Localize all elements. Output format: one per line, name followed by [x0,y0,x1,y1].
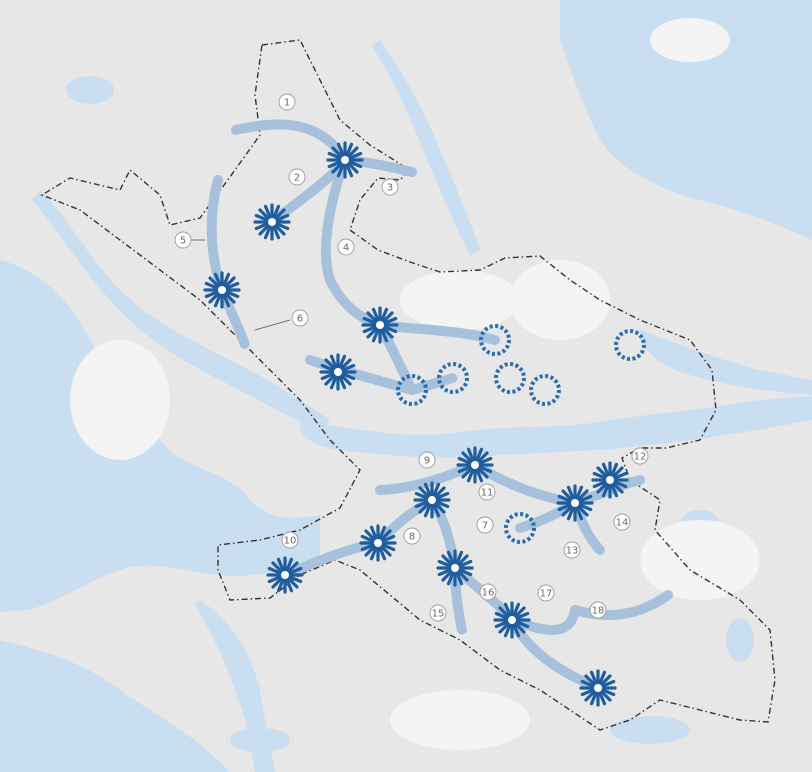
starburst-node-icon [456,446,494,484]
map-number-label-text: 5 [180,236,186,247]
map-number-label-text: 13 [566,546,579,557]
map-number-label: 18 [589,601,607,619]
map-number-label: 16 [479,583,497,601]
map-number-label-text: 9 [424,456,430,467]
corridor-4 [321,155,385,330]
map-number-label-text: 8 [409,532,415,543]
map-number-label: 17 [537,584,555,602]
map-number-label: 3 [381,178,399,196]
map-number-label: 6 [291,309,309,327]
starburst-node-icon [436,549,474,587]
map-number-label: 11 [478,483,496,501]
open-areas [70,18,760,750]
map-number-label-text: 3 [387,183,393,194]
corridor-1 [231,119,350,165]
starburst-node-icon [253,203,291,241]
starburst-node-icon [326,141,364,179]
map-number-label-text: 10 [284,536,297,547]
map-number-label-text: 16 [482,588,495,599]
water-small-lake-2 [726,618,754,662]
district-boundary-line [40,39,776,731]
water-west-channel [32,190,330,432]
corridor-7 [407,373,458,395]
water-small-lake-5 [66,76,114,104]
map-number-label: 4 [337,238,355,256]
label-leader-lines [190,239,291,331]
map-number-label: 14 [613,513,631,531]
map-number-label-text: 18 [592,606,605,617]
dashed-ring-node-icon [529,374,561,406]
map-number-label: 7 [476,516,494,534]
map-number-label-text: 6 [297,314,303,325]
starburst-node-icon [579,669,617,707]
water-small-lake-3 [740,10,800,50]
starburst-node-icon [556,484,594,522]
dashed-ring-node-icon [494,362,526,394]
water-west-lake [0,260,320,612]
map-number-label-text: 1 [284,98,290,109]
dashed-ring-node-icon [504,512,536,544]
dashed-ring-node-icon [437,362,469,394]
starburst-node-icon [591,461,629,499]
starburst-node-icon [319,353,357,391]
map-number-label: 2 [288,168,306,186]
dashed-ring-node-icon [614,329,646,361]
map-number-label: 8 [403,527,421,545]
water-small-lake-4 [610,716,690,744]
map-number-label-text: 2 [294,173,300,184]
dashed-ring-node-icon [479,324,511,356]
map-number-label: 1 [278,93,296,111]
starburst-node-icon [266,556,304,594]
water-east-channel [640,330,812,395]
map-number-label-text: 11 [481,488,494,499]
map-number-label-text: 15 [432,609,445,620]
map-number-label-text: 4 [343,243,349,254]
corridor-18 [570,590,673,620]
map-number-label: 9 [418,451,436,469]
starburst-node-icon [361,306,399,344]
map-number-label: 10 [281,531,299,549]
map-number-label-text: 17 [540,589,553,600]
map-number-label: 5 [174,231,192,249]
water-central-channel [300,396,812,458]
map-number-label-text: 12 [634,452,647,463]
starburst-node-icon [493,601,531,639]
water-southwest [0,640,230,772]
starburst-node-icon [359,524,397,562]
map-number-label: 12 [631,447,649,465]
corridor-6b [305,355,417,395]
starburst-node-icon [203,271,241,309]
node-layer [203,141,646,707]
map-number-label-text: 7 [482,521,488,532]
map-number-label: 13 [563,541,581,559]
starburst-node-icon [413,481,451,519]
dashed-ring-node-icon [396,374,428,406]
map-number-label-text: 14 [616,518,629,529]
map-number-label: 15 [429,604,447,622]
water-north-inlet [372,40,480,256]
water-northeast-lake [560,0,812,240]
water-small-lake-6 [230,728,290,752]
